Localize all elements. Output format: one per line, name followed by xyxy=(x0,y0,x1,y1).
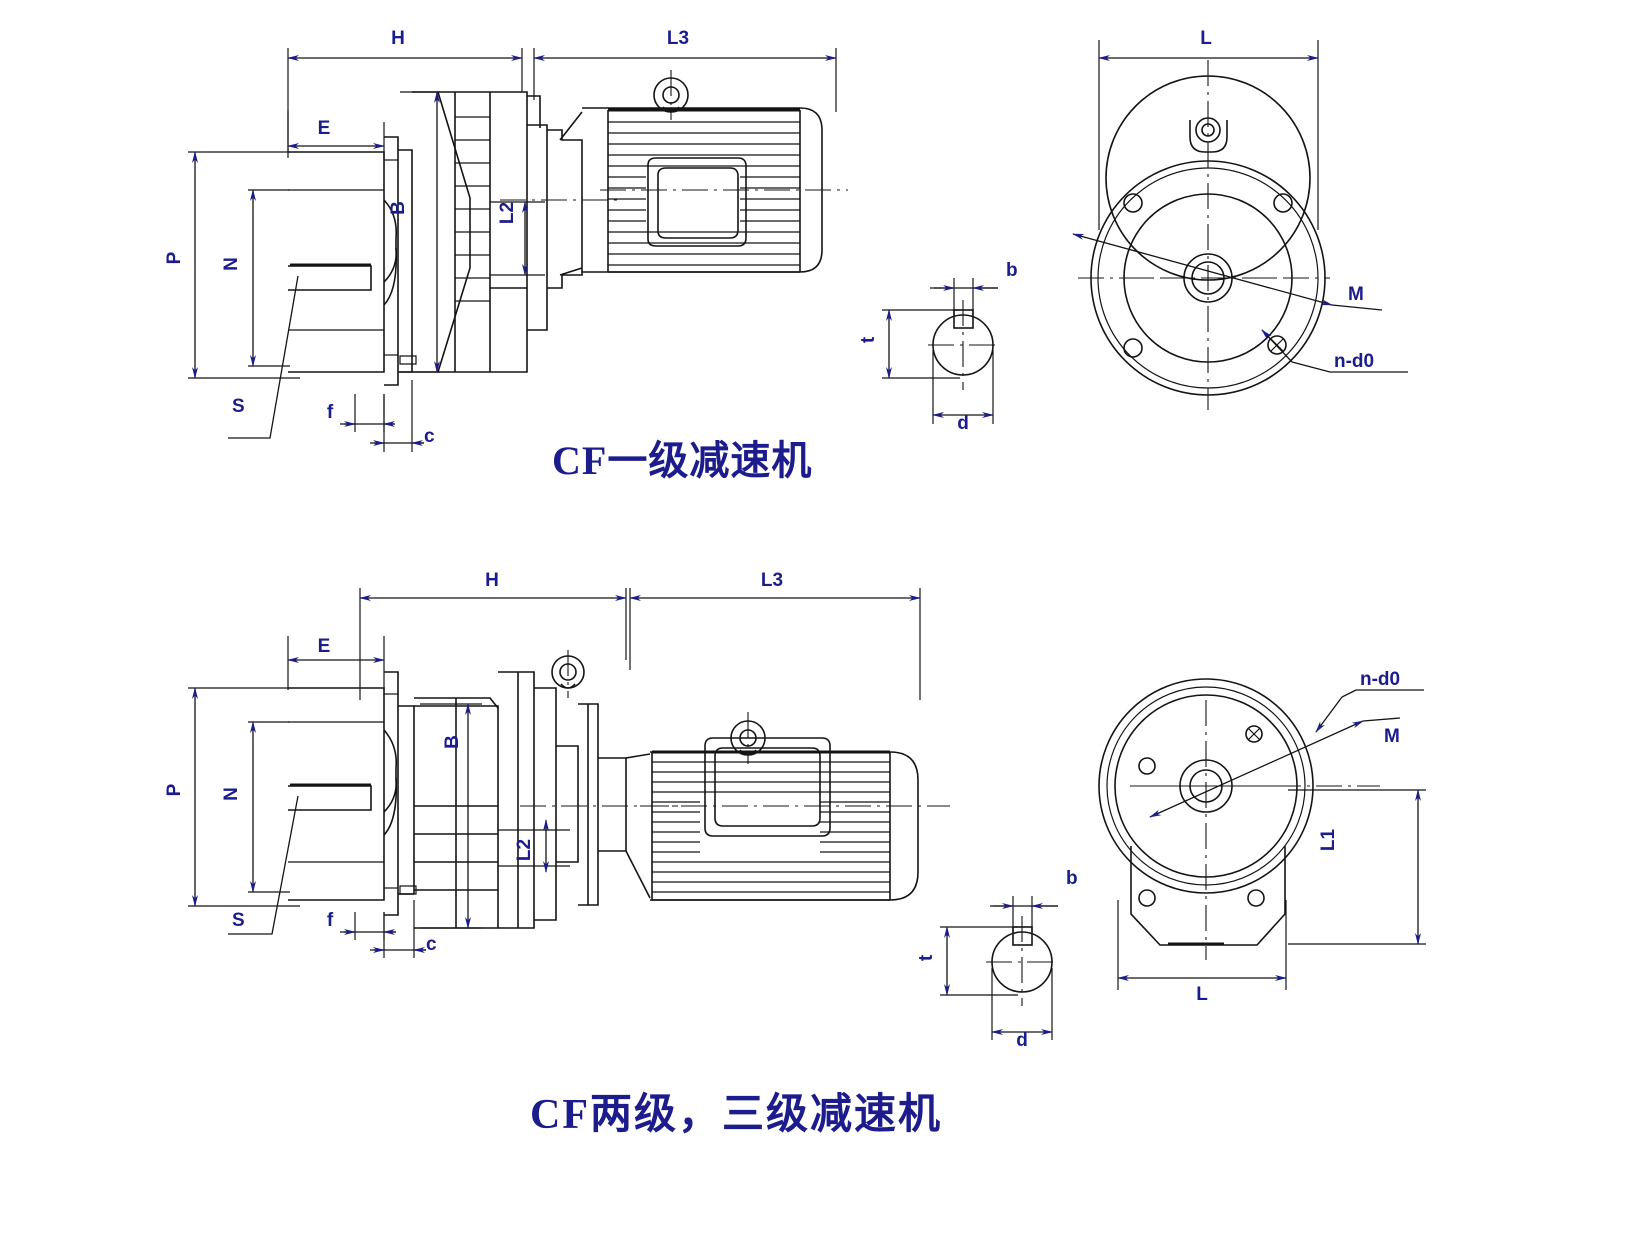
dim-label-d: d xyxy=(957,413,969,434)
figure-two-three-stage: H L3 E xyxy=(164,570,1426,1051)
dimension-f-fig1: f xyxy=(327,394,395,432)
dim-label-H-fig2: H xyxy=(485,570,499,591)
motor-fig1 xyxy=(559,70,848,276)
caption-figure-one-stage: CF一级减速机 xyxy=(552,438,813,483)
dim-label-L3-fig2: L3 xyxy=(761,570,783,591)
keyway-detail-fig2: b t d xyxy=(916,868,1078,1051)
dimension-E-fig1: E xyxy=(287,110,385,158)
dimension-P-fig2: P xyxy=(164,687,300,907)
dim-label-n-d0-fig2: n-d0 xyxy=(1360,669,1400,690)
dim-label-S-fig2: S xyxy=(232,910,245,931)
dim-label-b-fig2: b xyxy=(1066,868,1078,889)
dim-label-P: P xyxy=(164,251,185,264)
keyway-detail-fig1: b t d xyxy=(858,260,1018,434)
dim-label-L-fig1: L xyxy=(1200,28,1212,49)
dim-label-f: f xyxy=(327,402,334,423)
dimension-E-fig2: E xyxy=(287,636,385,690)
dim-label-c: c xyxy=(424,426,435,447)
callout-S-fig2: S xyxy=(228,795,299,935)
dimension-N-fig2: N xyxy=(221,721,290,893)
dimension-N-fig1: N xyxy=(221,189,290,367)
gear-housing-fig2 xyxy=(414,650,700,929)
dim-label-L3: L3 xyxy=(667,28,689,49)
dim-label-S: S xyxy=(232,396,245,417)
motor-fig2 xyxy=(625,712,950,901)
dim-label-c-fig2: c xyxy=(426,934,437,955)
dim-label-b: b xyxy=(1006,260,1018,281)
figure-one-stage: H L3 E xyxy=(164,28,1408,452)
gear-housing-fig1 xyxy=(412,91,620,373)
dim-label-L2: L2 xyxy=(497,202,518,224)
bolt-hole-marked-fig2 xyxy=(1245,725,1263,743)
dim-label-t: t xyxy=(858,336,879,343)
dim-label-N: N xyxy=(221,257,242,271)
dimension-H-fig2: H xyxy=(359,570,627,700)
callout-S-fig1: S xyxy=(228,275,299,439)
dim-label-E: E xyxy=(318,118,331,139)
dimension-c-fig1: c xyxy=(370,380,435,452)
dim-label-B-fig2: B xyxy=(442,735,463,749)
output-shaft-flange-fig2 xyxy=(288,671,417,916)
dim-label-L2-fig2: L2 xyxy=(514,839,535,861)
dimension-c-fig2: c xyxy=(370,900,437,958)
dim-label-t-fig2: t xyxy=(916,954,937,961)
dim-label-f-fig2: f xyxy=(327,910,334,931)
dim-label-E-fig2: E xyxy=(318,636,331,657)
dimension-L3-fig1: L3 xyxy=(533,28,837,112)
dim-label-M-fig1: M xyxy=(1348,284,1364,305)
dimension-L2-fig1: L2 xyxy=(490,201,545,276)
dim-label-L1: L1 xyxy=(1318,828,1339,851)
dim-label-n-d0-fig1: n-d0 xyxy=(1334,351,1374,372)
dimension-P-fig1: P xyxy=(164,151,300,379)
dim-label-H: H xyxy=(391,28,405,49)
dimension-L3-fig2: L3 xyxy=(629,570,921,700)
dimension-L2-fig2: L2 xyxy=(498,819,570,873)
dim-label-M-fig2: M xyxy=(1384,726,1400,747)
output-shaft-flange-fig1 xyxy=(288,136,417,386)
dim-label-P-fig2: P xyxy=(164,783,185,796)
dim-label-d-fig2: d xyxy=(1016,1030,1028,1051)
dim-label-B: B xyxy=(388,201,409,215)
end-view-fig1: L xyxy=(1072,28,1408,410)
dimension-B-fig2: B xyxy=(420,703,482,929)
caption-figure-two-three-stage: CF两级，三级减速机 xyxy=(530,1092,942,1138)
dim-label-L-fig2: L xyxy=(1196,984,1208,1005)
dimension-B-fig1: B xyxy=(388,91,440,373)
dim-label-N-fig2: N xyxy=(221,787,242,801)
end-view-fig2: M n-d0 L1 L xyxy=(1098,669,1426,1005)
